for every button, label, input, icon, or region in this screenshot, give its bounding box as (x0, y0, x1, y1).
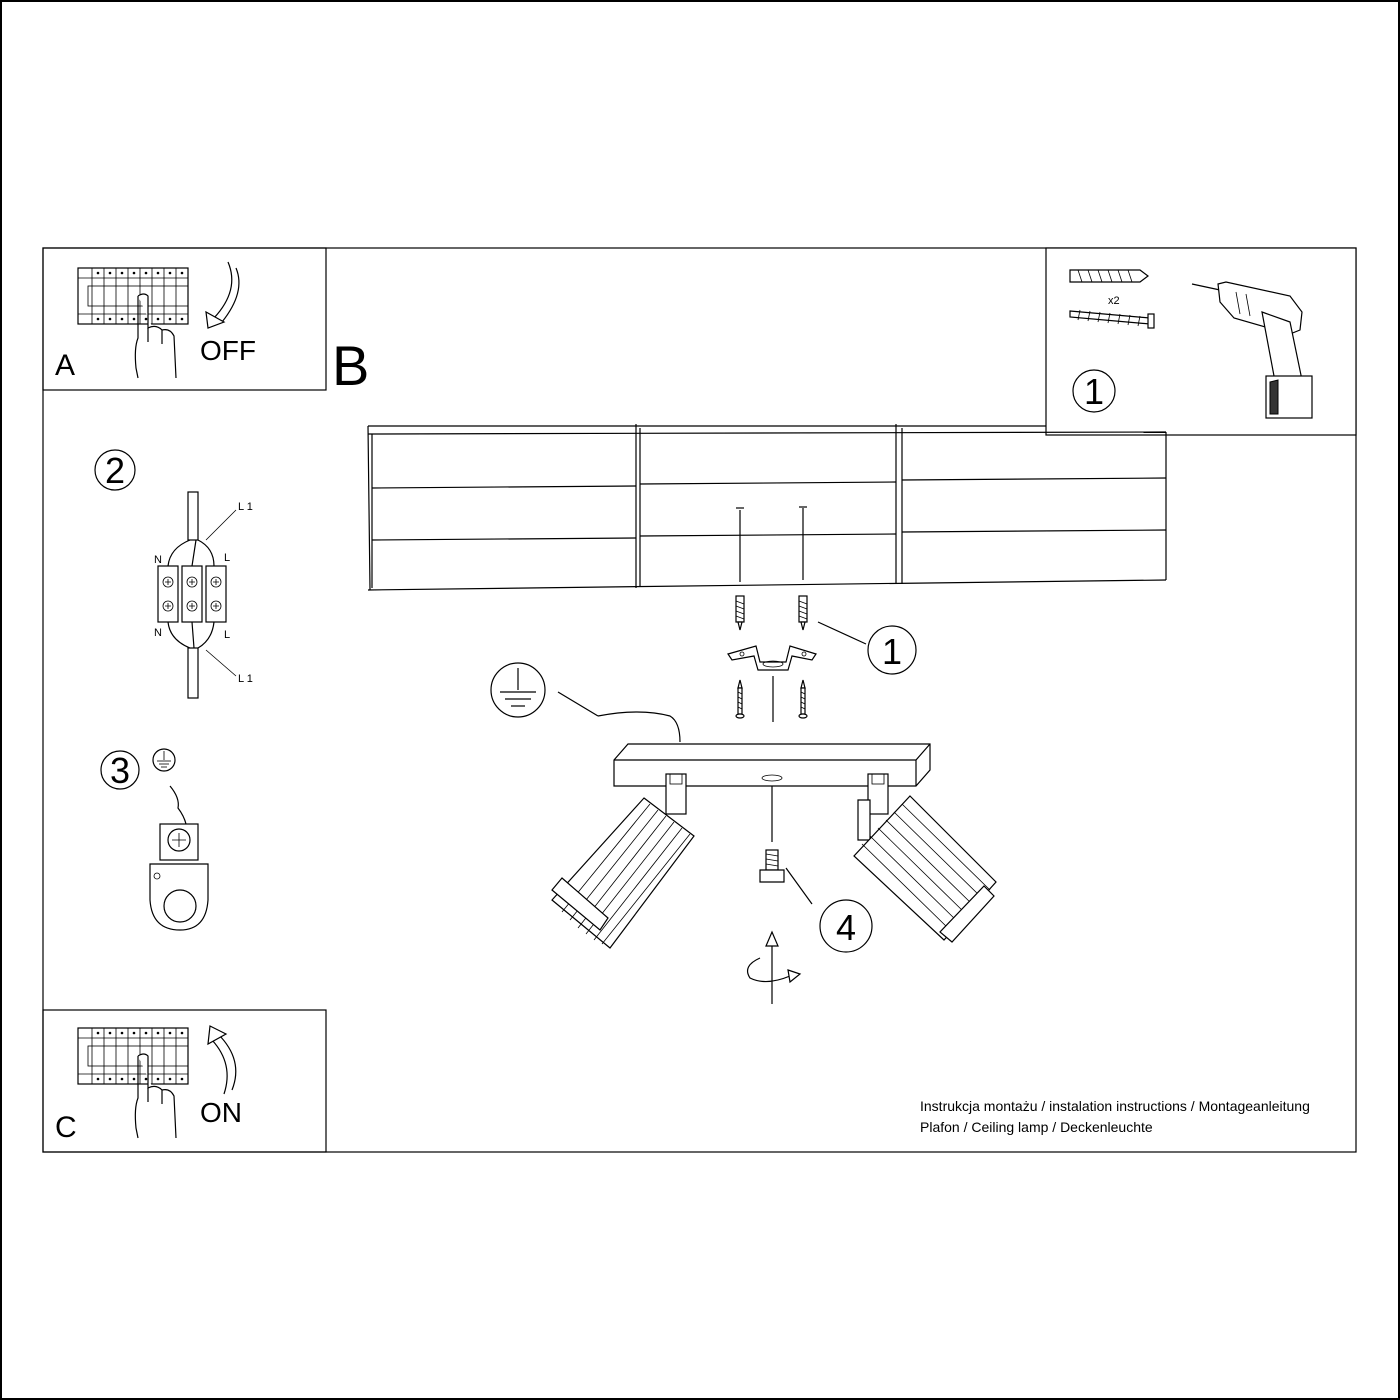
panel-c-letter: C (55, 1111, 77, 1144)
mounting-bracket-icon (727, 645, 817, 671)
caption-line-2: Plafon / Ceiling lamp / Deckenleuchte (920, 1119, 1153, 1135)
arrow-up-icon (207, 1025, 237, 1095)
fixing-screw-icon (759, 849, 785, 883)
wall-plug-icon (1069, 269, 1149, 283)
panel-a-letter: A (55, 349, 75, 382)
panel-a-action: OFF (200, 335, 256, 366)
panel-b-letter: B (332, 334, 369, 397)
screw-step-number: 4 (836, 907, 856, 948)
tools-box: x2 1 (1045, 247, 1357, 436)
tools-step-number: 1 (1084, 371, 1104, 412)
ceiling-diagram (367, 424, 1167, 591)
circuit-breaker-icon (77, 1027, 189, 1139)
spotlight-left (551, 797, 695, 949)
main-frame (42, 247, 1357, 1153)
mounting-hardware: 1 (727, 506, 917, 722)
ground-symbol-icon (152, 748, 176, 772)
wall-plug-icon (798, 595, 808, 631)
ground-symbol-icon (490, 662, 546, 718)
wire-label-n-bottom: N (154, 627, 162, 639)
screw-icon (798, 679, 808, 719)
caption-line-1: Instrukcja montażu / instalation instruc… (920, 1098, 1310, 1114)
screw-icon (735, 679, 745, 719)
wire-label-l1-bottom: L 1 (238, 673, 253, 685)
ceiling-lamp: 4 (551, 743, 997, 1004)
drill-icon (1191, 281, 1313, 419)
panel-a: A OFF (42, 247, 327, 391)
wiring-step-number: 2 (105, 450, 125, 491)
ground-terminal-diagram: 3 (100, 748, 209, 931)
wiring-diagram: 2 L 1 L 1 N N L L (94, 449, 253, 699)
wire-label-n-top: N (154, 554, 162, 566)
wall-plug-icon (735, 595, 745, 631)
panel-c: C ON (42, 1009, 327, 1153)
wire-label-l-top: L (224, 552, 230, 564)
screw-icon (1069, 309, 1155, 329)
wire-label-l1-top: L 1 (238, 501, 253, 513)
panel-c-action: ON (200, 1097, 242, 1128)
arrow-down-icon (205, 261, 240, 329)
circuit-breaker-icon (77, 267, 189, 379)
quantity-label: x2 (1108, 295, 1120, 307)
spotlight-right (853, 795, 997, 943)
ground-step-number: 3 (110, 750, 130, 791)
wire-label-l-bottom: L (224, 629, 230, 641)
mount-step-number: 1 (882, 631, 902, 672)
rotate-arrow-icon (747, 930, 802, 1004)
